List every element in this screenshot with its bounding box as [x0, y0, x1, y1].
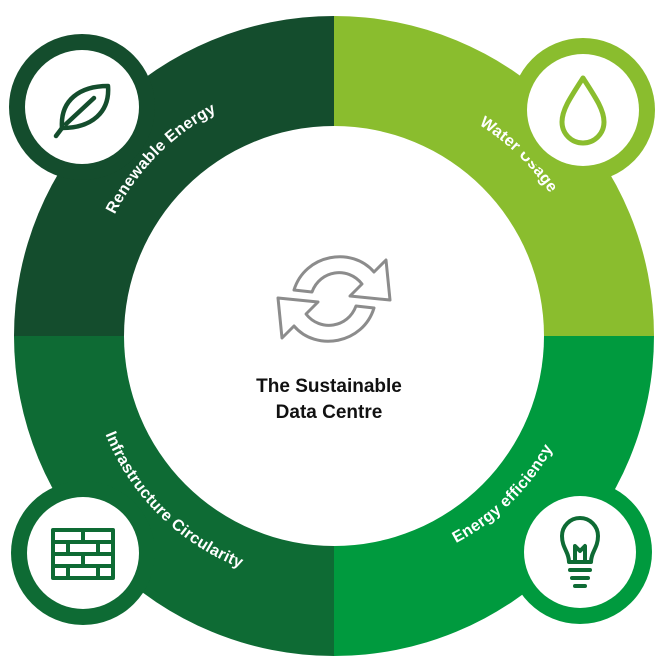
- center-title: The Sustainable Data Centre: [197, 374, 461, 426]
- badge-water-usage: [511, 38, 655, 182]
- water-drop-icon: [559, 75, 607, 146]
- center-title-line-2: Data Centre: [275, 402, 383, 423]
- badge-renewable-energy: [9, 34, 155, 180]
- center-disc: [124, 126, 544, 546]
- recycle-arrows-icon: [276, 255, 392, 343]
- lightbulb-icon: [560, 516, 600, 588]
- brick-wall-icon: [51, 528, 115, 580]
- center-title-line-1: The Sustainable: [256, 376, 402, 397]
- badge-infrastructure-circularity: [11, 481, 155, 625]
- leaf-icon: [53, 83, 111, 139]
- badge-energy-efficiency: [508, 480, 652, 624]
